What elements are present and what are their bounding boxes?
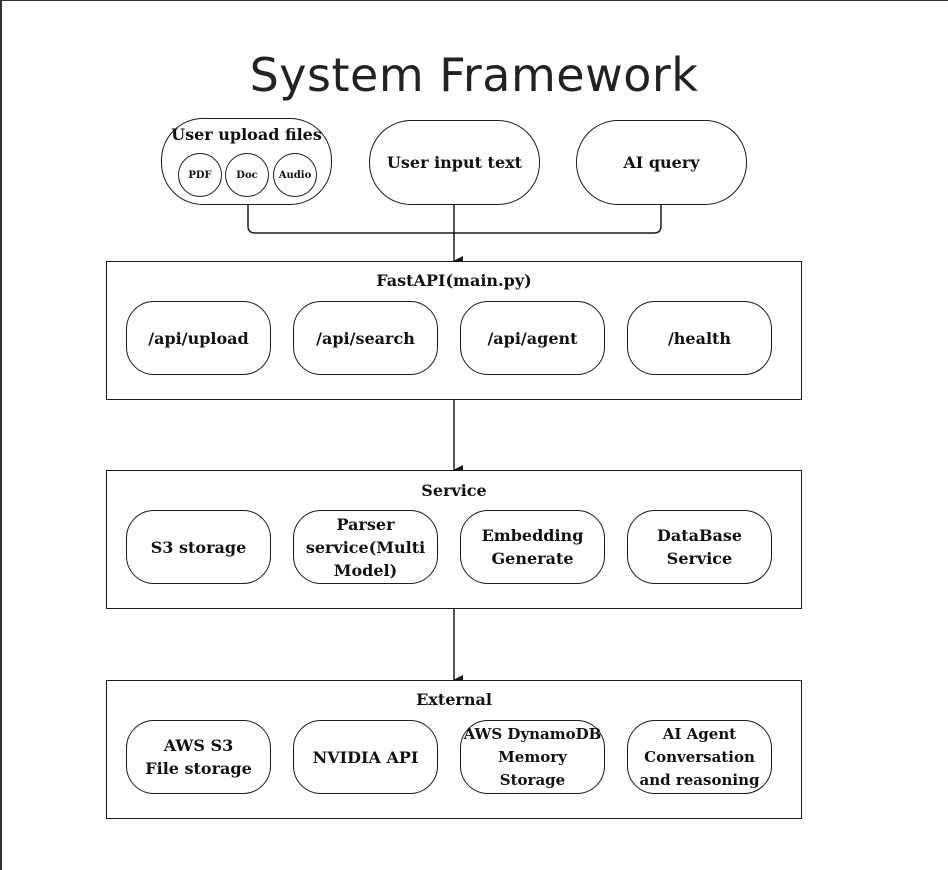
diagram-title: System Framework: [249, 48, 699, 102]
ai-query-node: AI query: [576, 120, 747, 205]
fastapi-label: FastAPI(main.py): [376, 271, 532, 290]
file-type-pdf: PDF: [178, 153, 222, 197]
file-type-audio: Audio: [273, 153, 317, 197]
endpoint-api-agent: /api/agent: [460, 301, 605, 375]
file-type-doc: Doc: [225, 153, 269, 197]
external-label: External: [416, 690, 492, 709]
service-database: DataBase Service: [627, 510, 772, 584]
service-label: Service: [421, 481, 487, 500]
frame-top-border: [0, 0, 948, 1]
endpoint-api-upload: /api/upload: [126, 301, 271, 375]
query-connector: [454, 205, 662, 234]
service-embedding-generate: Embedding Generate: [460, 510, 605, 584]
endpoint-health: /health: [627, 301, 772, 375]
service-parser: Parser service(Multi Model): [293, 510, 438, 584]
user-upload-files-label: User upload files: [171, 125, 322, 144]
upload-connector: [247, 205, 454, 234]
external-nvidia-api: NVIDIA API: [293, 720, 438, 794]
endpoint-api-search: /api/search: [293, 301, 438, 375]
frame-left-border: [0, 0, 2, 870]
user-input-text-node: User input text: [369, 120, 540, 205]
service-s3-storage: S3 storage: [126, 510, 271, 584]
external-aws-s3: AWS S3 File storage: [126, 720, 271, 794]
external-ai-agent: AI Agent Conversation and reasoning: [627, 720, 772, 794]
external-aws-dynamodb: AWS DynamoDB Memory Storage: [460, 720, 605, 794]
user-upload-files-node: User upload files PDF Doc Audio: [161, 118, 332, 205]
